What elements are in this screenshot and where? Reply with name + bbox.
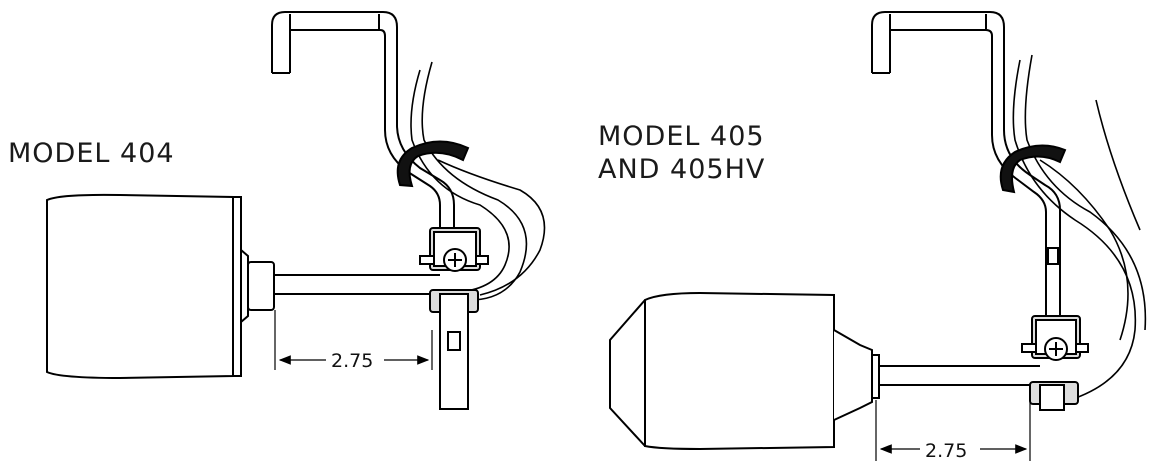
hook-bracket-404	[271, 11, 455, 232]
model-405-label-line2: AND 405HV	[598, 154, 765, 185]
model-404-label: MODEL 404	[8, 138, 175, 169]
dimension-405	[875, 400, 1031, 461]
model-404-drawing	[46, 11, 546, 410]
hook-bracket-405	[871, 11, 1061, 320]
camera-body-405	[609, 291, 880, 451]
model-405-drawing	[609, 11, 1147, 461]
cable-clip-405	[999, 144, 1067, 194]
mount-rod-405	[879, 365, 1040, 386]
dimension-404	[274, 310, 433, 370]
cable-404	[410, 61, 546, 301]
clamp-405	[1021, 315, 1089, 411]
camera-body-404	[46, 193, 275, 380]
model-405-label-line1: MODEL 405	[598, 121, 765, 152]
plate-404	[439, 293, 469, 410]
dimension-value-405: 2.75	[925, 440, 967, 461]
mount-rod-404	[274, 274, 440, 295]
cable-clip-404	[396, 140, 470, 188]
dimension-value-404: 2.75	[331, 350, 373, 372]
cable-405	[1012, 54, 1147, 401]
